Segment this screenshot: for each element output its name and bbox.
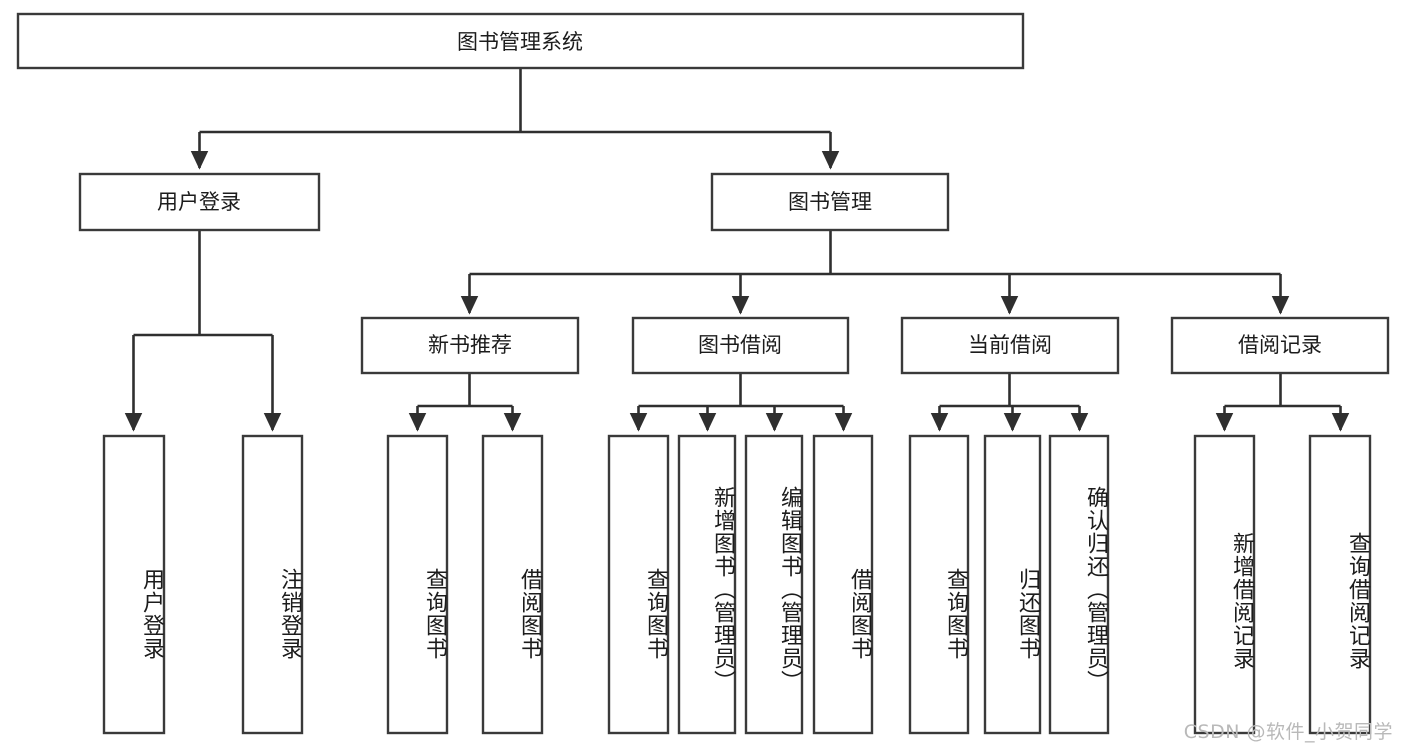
leaf-box-query-borrow-record[interactable]: [1308, 434, 1372, 735]
node-user-login-box[interactable]: [78, 172, 321, 232]
leaf-box-logout[interactable]: [241, 434, 304, 735]
csdn-watermark: CSDN @软件_小贺同学: [1183, 721, 1393, 743]
node-book-management[interactable]: 图书管理: [710, 172, 950, 232]
node-borrow-record-box[interactable]: [1170, 316, 1390, 375]
leaf-box-query-book-current[interactable]: [908, 434, 970, 735]
leaf-box-add-borrow-record[interactable]: [1193, 434, 1256, 735]
node-new-book-recommend-label: 新书推荐: [428, 333, 512, 357]
node-new-book-recommend[interactable]: 新书推荐: [360, 316, 580, 375]
node-root-system-box[interactable]: [16, 12, 1025, 70]
node-root-system-label: 图书管理系统: [457, 30, 583, 54]
node-current-borrow-label: 当前借阅: [968, 333, 1052, 357]
leaf-boxes: [102, 434, 1372, 735]
node-current-borrow[interactable]: 当前借阅: [900, 316, 1120, 375]
leaf-box-borrow-book[interactable]: [812, 434, 874, 735]
leaf-box-add-book-admin[interactable]: [677, 434, 737, 735]
node-book-management-box[interactable]: [710, 172, 950, 232]
node-root-system[interactable]: 图书管理系统: [16, 12, 1025, 70]
leaf-box-edit-book-admin[interactable]: [744, 434, 804, 735]
node-book-borrow-label: 图书借阅: [698, 333, 782, 357]
leaf-box-return-book[interactable]: [983, 434, 1042, 735]
leaf-box-query-book-borrow[interactable]: [607, 434, 670, 735]
node-book-management-label: 图书管理: [788, 190, 872, 214]
leaf-box-user-login[interactable]: [102, 434, 166, 735]
leaf-box-query-book-new[interactable]: [386, 434, 449, 735]
connectors: [124, 68, 1350, 432]
leaf-box-borrow-book-new[interactable]: [481, 434, 544, 735]
node-user-login[interactable]: 用户登录: [78, 172, 321, 232]
node-borrow-record[interactable]: 借阅记录: [1170, 316, 1390, 375]
leaf-box-confirm-return-admin[interactable]: [1048, 434, 1110, 735]
node-book-borrow-box[interactable]: [631, 316, 850, 375]
node-book-borrow[interactable]: 图书借阅: [631, 316, 850, 375]
node-current-borrow-box[interactable]: [900, 316, 1120, 375]
node-borrow-record-label: 借阅记录: [1238, 333, 1322, 357]
node-user-login-label: 用户登录: [157, 190, 241, 214]
node-new-book-recommend-box[interactable]: [360, 316, 580, 375]
